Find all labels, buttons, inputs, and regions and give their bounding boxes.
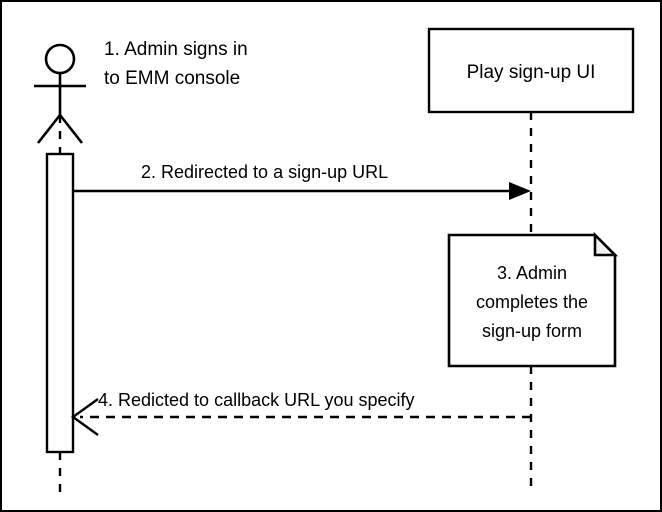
message-step4-label: 4. Redicted to callback URL you specify [98, 390, 415, 410]
message-step4[interactable]: 4. Redicted to callback URL you specify [70, 390, 531, 436]
actor-leg-right-icon [58, 114, 84, 144]
actor-activation-bar [45, 152, 75, 454]
actor-leg-left-icon [36, 114, 62, 144]
note-step3-fold-icon [593, 231, 619, 257]
participant-label: Play sign-up UI [467, 62, 596, 83]
actor-head-icon [44, 43, 76, 75]
message-step2-label: 2. Redirected to a sign-up URL [141, 162, 388, 182]
note-step3-line2: completes the [476, 292, 588, 312]
note-step3-line3: sign-up form [482, 321, 582, 341]
participant-box [427, 27, 635, 114]
participant-play-signup-ui[interactable]: Play sign-up UI [427, 27, 635, 114]
message-step2-arrowhead-icon [509, 182, 531, 200]
step1-line2: to EMM console [104, 68, 240, 89]
message-step2[interactable]: 2. Redirected to a sign-up URL [73, 162, 531, 200]
actor-admin[interactable] [34, 43, 86, 144]
step1-annotation: 1. Admin signs in to EMM console [104, 39, 248, 89]
step1-line1: 1. Admin signs in [104, 39, 248, 60]
note-step3-body [447, 233, 617, 368]
note-step3[interactable]: 3. Admin completes the sign-up form [447, 231, 619, 368]
message-step4-arrowhead-icon [70, 398, 99, 436]
note-step3-line1: 3. Admin [497, 263, 567, 283]
